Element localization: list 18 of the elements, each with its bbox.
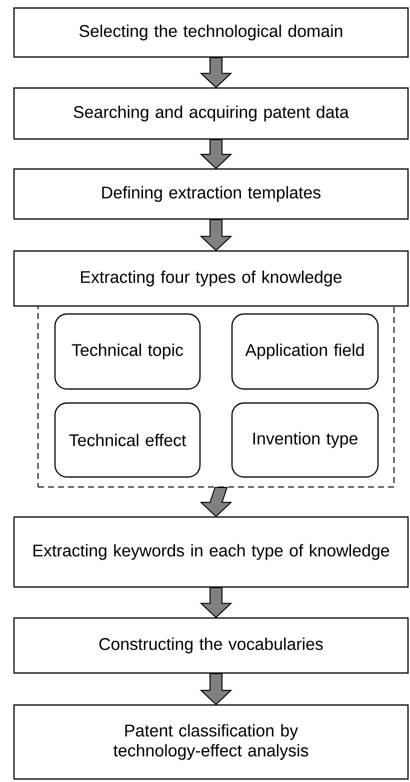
process-box: Searching and acquiring patent data xyxy=(13,87,409,140)
step-card: Technical topic xyxy=(54,313,201,390)
block-arrow xyxy=(200,487,232,518)
process-box: Extracting keywords in each type of knowledge xyxy=(13,516,409,588)
block-arrow xyxy=(200,673,232,706)
step-card: Application field xyxy=(231,313,379,390)
process-box: Extracting four types of knowledge xyxy=(13,250,409,307)
block-arrow xyxy=(200,587,232,618)
process-box: Selecting the technological domain xyxy=(13,7,409,58)
block-arrow xyxy=(200,219,232,252)
block-arrow xyxy=(200,139,232,170)
step-card: Technical effect xyxy=(54,402,201,478)
process-box: Constructing the vocabularies xyxy=(13,617,409,674)
block-arrow xyxy=(200,57,232,88)
process-box: Patent classification by technology-effect analysis xyxy=(13,704,409,780)
process-box: Defining extraction templates xyxy=(13,168,409,220)
step-card: Invention type xyxy=(231,402,379,478)
dashed-group-box xyxy=(38,306,394,488)
